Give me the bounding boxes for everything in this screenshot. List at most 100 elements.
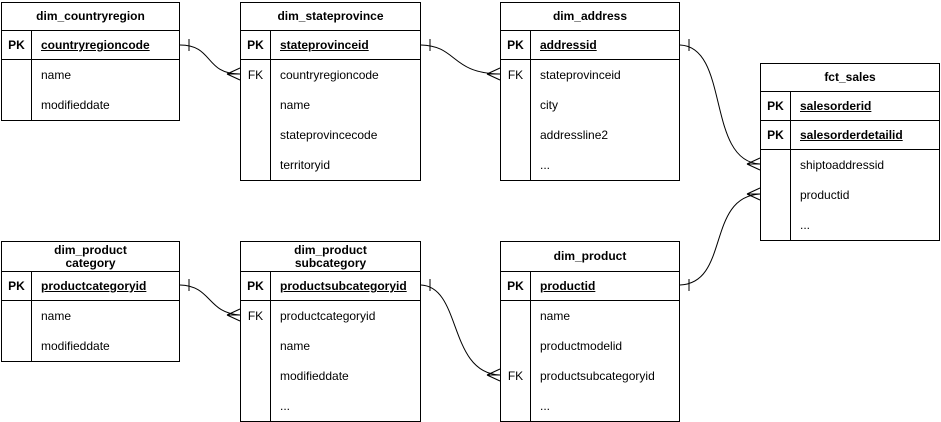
entity-table-title[interactable]: dim_countryregion: [2, 3, 179, 31]
connector-product-to-fctsales[interactable]: [679, 187, 761, 291]
key-badge-empty: [241, 391, 271, 421]
key-badge-empty: [501, 391, 531, 421]
connector-subcategory-to-product[interactable]: [420, 279, 501, 382]
table-row-modifieddate[interactable]: modifieddate: [2, 90, 179, 120]
table-row-productid[interactable]: productid: [761, 180, 939, 210]
key-badge-pk: PK: [761, 92, 791, 120]
field-name: salesorderdetailid: [800, 128, 903, 142]
table-row-productid[interactable]: PK productid: [501, 272, 679, 301]
key-badge-fk: FK: [501, 60, 531, 90]
entity-table-title[interactable]: dim_product subcategory: [241, 242, 420, 272]
many-crowsfoot-prong: [746, 157, 761, 165]
table-row-addressline2[interactable]: addressline2: [501, 120, 679, 150]
field-name: ...: [540, 399, 551, 413]
field-name: ...: [540, 158, 551, 172]
entity-table-title[interactable]: fct_sales: [761, 64, 939, 92]
key-badge-fk: FK: [241, 301, 271, 331]
table-row-name[interactable]: name: [2, 301, 179, 331]
key-badge-pk: PK: [501, 31, 531, 59]
many-crowsfoot-prong: [226, 314, 241, 322]
many-crowsfoot-prong: [486, 73, 501, 81]
field-name: productmodelid: [540, 339, 623, 353]
key-badge-pk: PK: [2, 272, 32, 300]
table-row-name[interactable]: name: [241, 331, 420, 361]
field-name: city: [540, 98, 558, 112]
table-row-salesorderid[interactable]: PK salesorderid: [761, 92, 939, 121]
relationship-line[interactable]: [420, 44, 501, 75]
table-row-ellipsis[interactable]: ...: [501, 391, 679, 421]
key-badge-empty: [501, 301, 531, 331]
table-row-modifieddate[interactable]: modifieddate: [241, 361, 420, 391]
key-badge-pk: PK: [241, 272, 271, 300]
many-crowsfoot-prong: [486, 374, 501, 382]
relationship-line[interactable]: [420, 284, 501, 376]
field-name: name: [280, 339, 311, 353]
key-badge-pk: PK: [241, 31, 271, 59]
field-name: modifieddate: [280, 369, 349, 383]
table-row-territoryid[interactable]: territoryid: [241, 150, 420, 180]
table-row-addressid[interactable]: PK addressid: [501, 31, 679, 60]
key-badge-empty: [2, 60, 32, 90]
table-row-stateprovincecode[interactable]: stateprovincecode: [241, 120, 420, 150]
field-name: countryregioncode: [280, 68, 379, 82]
connector-address-to-fctsales[interactable]: [679, 39, 761, 171]
table-row-city[interactable]: city: [501, 90, 679, 120]
field-name: salesorderid: [800, 99, 872, 113]
entity-table-title[interactable]: dim_product category: [2, 242, 179, 272]
field-name: name: [41, 68, 72, 82]
key-badge-empty: [761, 210, 791, 240]
entity-table-title[interactable]: dim_stateprovince: [241, 3, 420, 31]
connector-stateprovince-to-address[interactable]: [420, 39, 501, 81]
entity-table-title[interactable]: dim_address: [501, 3, 679, 31]
field-name: addressline2: [540, 128, 609, 142]
table-row-productmodelid[interactable]: productmodelid: [501, 331, 679, 361]
field-name: ...: [280, 399, 291, 413]
key-badge-empty: [761, 180, 791, 210]
table-row-ellipsis[interactable]: ...: [761, 210, 939, 240]
field-name: productid: [800, 188, 850, 202]
field-name: productcategoryid: [280, 309, 376, 323]
key-badge-empty: [2, 90, 32, 120]
table-row-ellipsis[interactable]: ...: [241, 391, 420, 421]
key-badge-empty: [241, 120, 271, 150]
key-badge-empty: [241, 361, 271, 391]
field-name: modifieddate: [41, 339, 110, 353]
key-badge-pk: PK: [501, 272, 531, 300]
field-name: addressid: [540, 38, 597, 52]
relationship-line[interactable]: [679, 193, 761, 286]
many-crowsfoot-prong: [226, 73, 241, 81]
key-badge-empty: [501, 90, 531, 120]
table-row-shiptoaddressid[interactable]: shiptoaddressid: [761, 150, 939, 180]
key-badge-pk: PK: [2, 31, 32, 59]
field-name: productid: [540, 279, 596, 293]
table-row-name[interactable]: name: [2, 60, 179, 90]
key-badge-empty: [501, 150, 531, 180]
table-row-modifieddate[interactable]: modifieddate: [2, 331, 179, 361]
table-row-productcategoryid[interactable]: FK productcategoryid: [241, 301, 420, 331]
table-row-name[interactable]: name: [501, 301, 679, 331]
table-row-name[interactable]: name: [241, 90, 420, 120]
relationship-line[interactable]: [679, 44, 761, 165]
entity-table-title[interactable]: dim_product: [501, 242, 679, 272]
many-crowsfoot-prong: [746, 187, 761, 195]
connector-productcategory-to-subcategory[interactable]: [179, 279, 241, 322]
connector-countryregion-to-stateprovince[interactable]: [179, 39, 241, 81]
table-row-ellipsis[interactable]: ...: [501, 150, 679, 180]
